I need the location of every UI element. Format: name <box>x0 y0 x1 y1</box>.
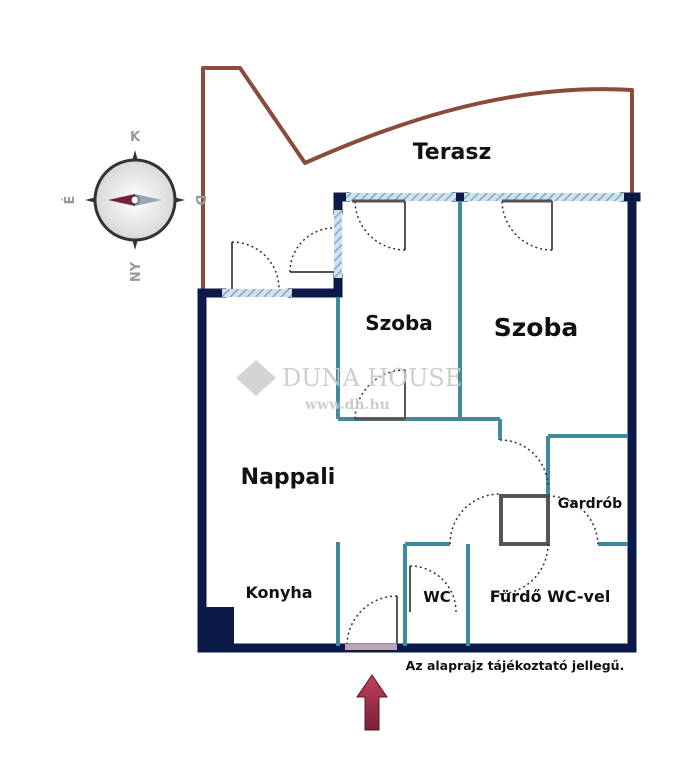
compass-west-label: É <box>62 196 78 205</box>
room-label-living: Nappali <box>241 465 336 490</box>
room-label-kitchen: Konyha <box>245 583 312 602</box>
entrance-arrow-icon <box>356 674 388 731</box>
outer-walls <box>197 192 641 653</box>
duna-house-logo-icon <box>236 360 276 396</box>
compass-needle-icon <box>108 194 135 206</box>
window-large-room <box>464 193 624 201</box>
room-label-large-room: Szoba <box>494 313 579 342</box>
entrance-threshold <box>345 644 397 650</box>
room-label-terrace: Terasz <box>413 140 492 165</box>
windows <box>222 193 624 650</box>
compass-south-label: NY <box>129 261 144 282</box>
compass: K É D NY <box>62 130 207 282</box>
doors <box>231 199 599 645</box>
disclaimer-note: Az alaprajz tájékoztató jellegű. <box>406 658 625 673</box>
watermark-url: www.dh.hu <box>304 397 390 413</box>
compass-east-label: D <box>192 195 207 206</box>
window-small-room <box>346 193 456 201</box>
room-label-small-room: Szoba <box>365 311 433 335</box>
kitchen-corner-block <box>206 607 234 644</box>
window-living-top <box>222 289 292 297</box>
room-label-wc: WC <box>423 588 451 606</box>
room-label-bathroom: Fürdő WC-vel <box>490 587 611 606</box>
watermark-brand: DUNA HOUSE <box>282 364 462 392</box>
compass-north-label: K <box>130 130 141 145</box>
terrace-outline <box>201 66 634 290</box>
room-label-wardrobe: Gardrób <box>558 496 622 512</box>
window-small-room-side <box>334 210 342 278</box>
watermark: DUNA HOUSE www.dh.hu <box>236 360 462 413</box>
inner-walls <box>336 201 628 646</box>
wardrobe-box <box>499 494 550 546</box>
